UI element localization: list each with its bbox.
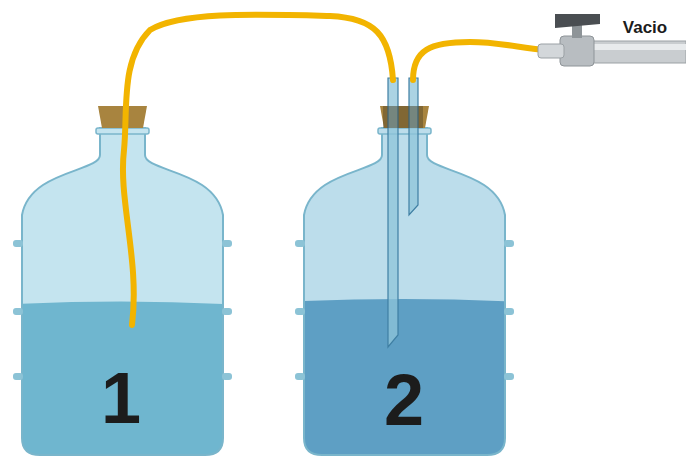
vacuum-label: Vacio bbox=[623, 19, 667, 36]
glass-tubes bbox=[383, 78, 423, 347]
vacuum-faucet bbox=[538, 14, 686, 66]
siphon-tube bbox=[123, 15, 393, 325]
bottle-two bbox=[282, 100, 522, 459]
callout-number: 1 bbox=[101, 362, 141, 434]
callout-number: 2 bbox=[384, 364, 424, 436]
bottle-one bbox=[0, 100, 240, 459]
vacuum-tube bbox=[413, 42, 545, 80]
